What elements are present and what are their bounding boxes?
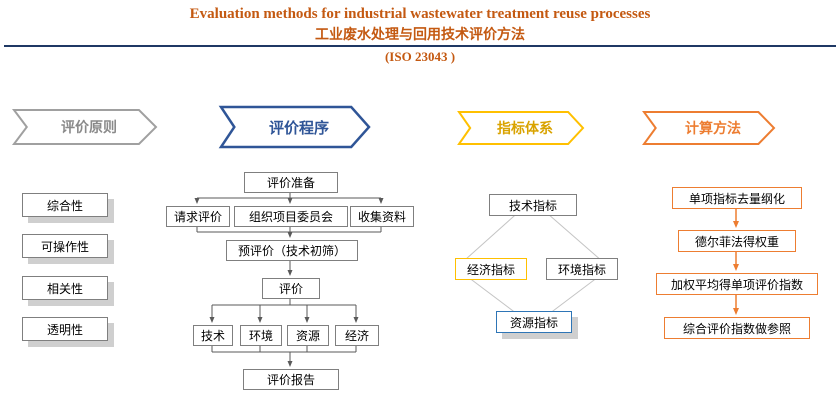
header-calculation-label: 计算方法 <box>685 120 741 136</box>
procedure-arrows <box>194 198 384 367</box>
calc-box-dimensionless: 单项指标去量纲化 <box>672 187 802 209</box>
chevron-shape-indicators <box>459 112 583 144</box>
proc-box-report: 评价报告 <box>243 369 339 390</box>
title-iso-number: (ISO 23043 ) <box>384 49 456 64</box>
proc-box-preparation: 评价准备 <box>244 172 338 193</box>
header-principles: 评价原则 <box>14 110 156 144</box>
proc-box-request: 请求评价 <box>166 206 230 227</box>
header-principles-label: 评价原则 <box>61 119 117 135</box>
chevron-shape-principles <box>14 110 156 144</box>
indicator-box-environmental: 环境指标 <box>546 258 618 280</box>
principle-box-operability: 可操作性 <box>22 234 108 258</box>
header-procedure-label: 评价程序 <box>268 119 329 137</box>
indicator-box-resource: 资源指标 <box>496 311 572 333</box>
proc-box-committee: 组织项目委员会 <box>234 206 348 227</box>
calc-box-weighted-average: 加权平均得单项评价指数 <box>656 273 818 295</box>
calc-box-delphi-weights: 德尔菲法得权重 <box>678 230 796 252</box>
title-english: Evaluation methods for industrial wastew… <box>189 6 651 22</box>
calc-box-composite-index: 综合评价指数做参照 <box>664 317 810 339</box>
header-indicators: 指标体系 <box>459 112 583 144</box>
title-divider-line <box>4 45 836 47</box>
proc-box-environment: 环境 <box>240 325 282 346</box>
principle-box-comprehensiveness: 综合性 <box>22 193 108 217</box>
title-chinese: 工业废水处理与回用技术评价方法 <box>315 26 525 42</box>
header-indicators-label: 指标体系 <box>497 120 553 136</box>
indicator-box-technical: 技术指标 <box>489 194 577 216</box>
proc-box-technology: 技术 <box>193 325 233 346</box>
proc-box-resource: 资源 <box>287 325 329 346</box>
proc-box-evaluate: 评价 <box>262 278 320 299</box>
proc-box-collect: 收集资料 <box>350 206 414 227</box>
chevron-shape-procedure <box>221 107 369 147</box>
indicator-box-economic: 经济指标 <box>455 258 527 280</box>
header-calculation: 计算方法 <box>644 112 774 144</box>
chevron-shape-calculation <box>644 112 774 144</box>
proc-box-preeval: 预评价（技术初筛） <box>226 240 358 261</box>
proc-box-economy: 经济 <box>335 325 379 346</box>
header-procedure: 评价程序 <box>221 107 369 147</box>
principle-box-transparency: 透明性 <box>22 317 108 341</box>
principle-box-relevance: 相关性 <box>22 276 108 300</box>
